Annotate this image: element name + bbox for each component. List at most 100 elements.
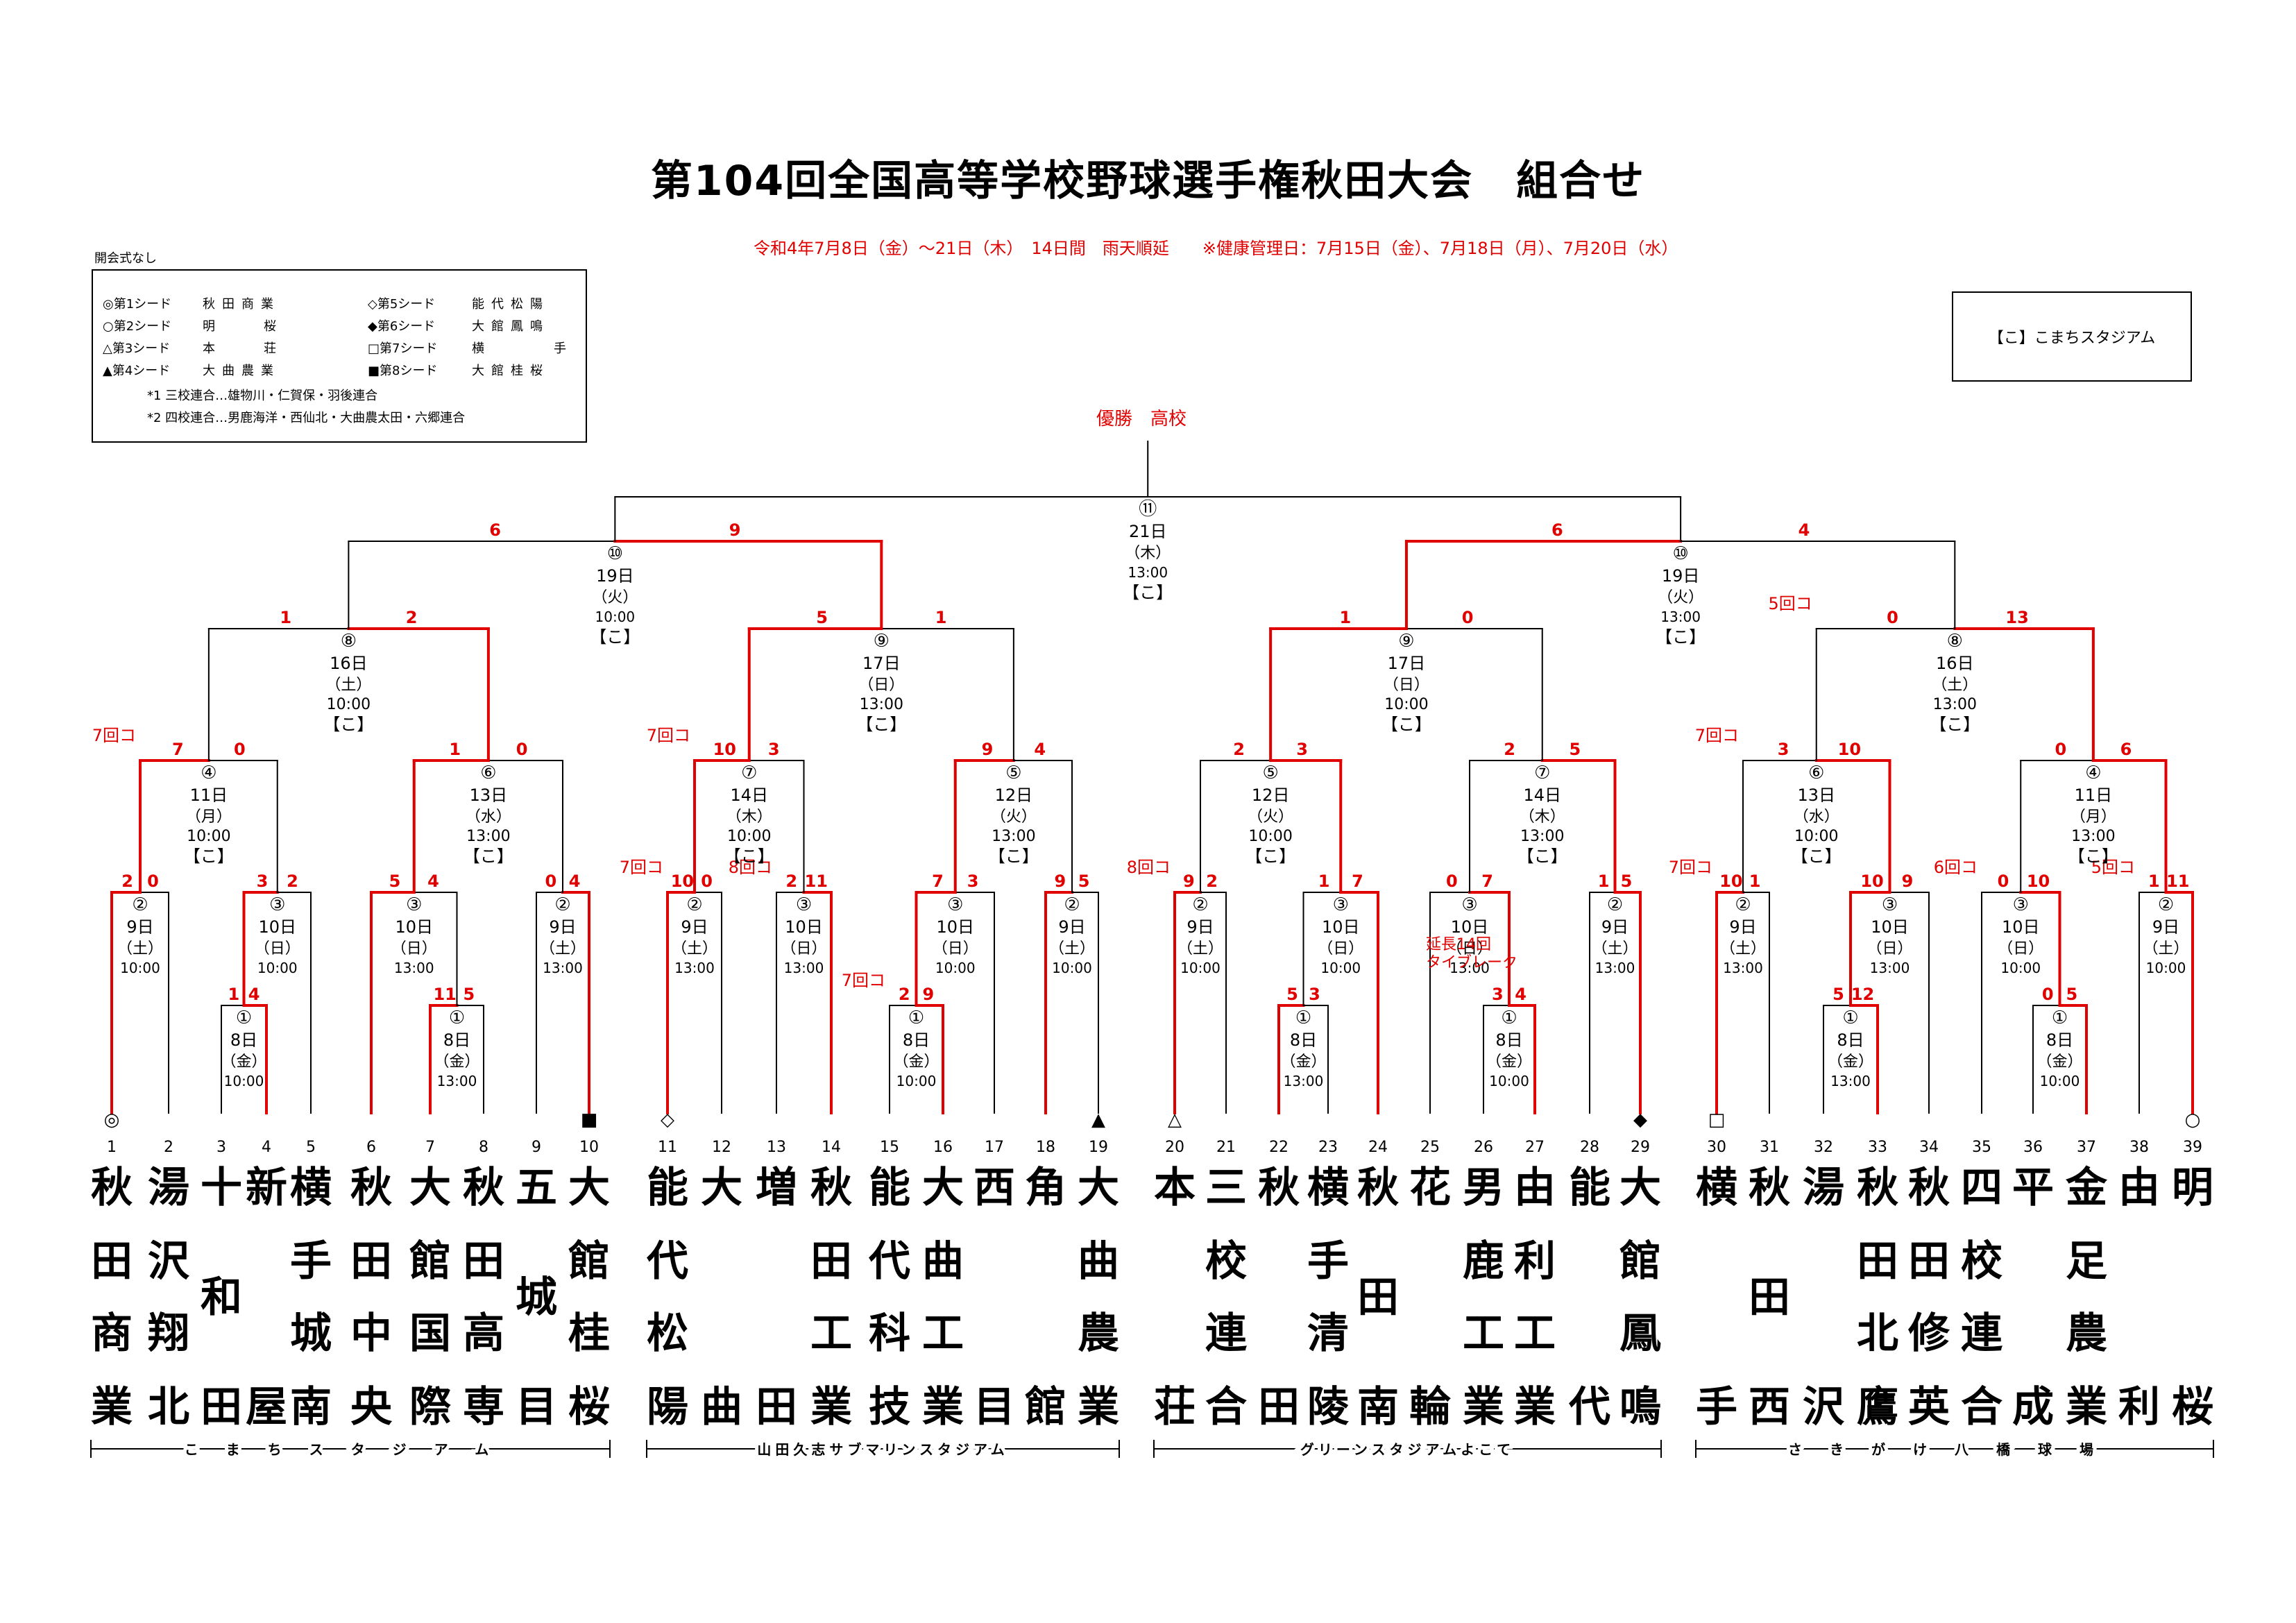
game-day: （金）	[893, 1053, 939, 1071]
school-name-char: 田	[1908, 1237, 1950, 1286]
legend-seed-school: 横手	[472, 341, 636, 356]
school-name-char: 田	[1357, 1273, 1399, 1322]
game-day: （土）	[672, 940, 717, 958]
game-time: 10:00	[187, 828, 230, 845]
venue-group-label: グリーンスタジアムよこて	[1300, 1441, 1515, 1458]
school-name-char: 田	[463, 1237, 504, 1286]
game-number: ②	[554, 894, 570, 915]
game-number: ⑨	[874, 631, 890, 652]
game-time: 13:00	[1595, 960, 1635, 976]
game-day: （火）	[1658, 589, 1703, 606]
school-name-char: 男	[1463, 1164, 1504, 1212]
game-venue: 【こ】	[590, 627, 640, 647]
school-name-char: 大	[1619, 1164, 1661, 1212]
game-day: （日）	[391, 940, 437, 958]
game-number: ①	[236, 1008, 252, 1028]
score-left: 7	[172, 740, 184, 759]
school-name-char: 高	[463, 1309, 504, 1358]
score-left: 1	[449, 740, 461, 759]
school-name-char: 陽	[647, 1383, 688, 1431]
school-name-char: 工	[922, 1309, 964, 1358]
school-name-char: 手	[290, 1237, 332, 1286]
game-day: （土）	[1932, 677, 1978, 694]
school-name-char: 商	[91, 1309, 133, 1358]
game-number: ③	[796, 894, 812, 915]
score-right: 0	[234, 740, 246, 759]
game-time: 13:00	[2071, 828, 2115, 845]
score-right: 1	[1749, 872, 1761, 891]
school-name-char: 大	[1078, 1164, 1119, 1212]
score-right: 5	[463, 985, 475, 1004]
game-number: ②	[1064, 894, 1080, 915]
game-day: （日）	[1866, 940, 1912, 958]
school-name-char: 鹿	[1463, 1237, 1504, 1286]
seed-mark: ○	[2185, 1110, 2201, 1130]
game-number: ④	[201, 763, 216, 783]
venue-legend: 【こ】こまちスタジアム	[1952, 291, 2192, 382]
game-date: 16日	[330, 654, 368, 673]
school-number: 17	[985, 1139, 1004, 1156]
game-day: （木）	[1520, 808, 1565, 826]
game-date: 13日	[1797, 785, 1835, 805]
game-day: （月）	[2070, 808, 2116, 826]
score-right: 2	[406, 608, 418, 627]
game-date: 8日	[1837, 1030, 1864, 1050]
score-left: 9	[1055, 872, 1066, 891]
school-name-char: 北	[1857, 1309, 1898, 1358]
game-date: 14日	[1523, 785, 1561, 805]
school-name-char: 四	[1961, 1164, 2002, 1212]
score-right: 10	[1838, 740, 1861, 759]
school-name-char: 曲	[922, 1237, 964, 1286]
school-name-char: 修	[1908, 1309, 1950, 1358]
game-number: ④	[2085, 763, 2101, 783]
seed-mark: ◎	[104, 1110, 120, 1130]
school-name-char: 秋	[463, 1164, 504, 1212]
game-number: ①	[2052, 1008, 2068, 1028]
legend-seed-label: ▲第4シード	[103, 364, 171, 378]
game-number: ⑧	[341, 631, 357, 652]
school-name-char: 桜	[568, 1383, 610, 1431]
game-time: 10:00	[2040, 1073, 2080, 1089]
school-name-char: 翔	[148, 1309, 189, 1358]
score-right: 11	[805, 872, 828, 891]
legend-seed-school: 大館鳳鳴	[472, 319, 550, 334]
game-number: ③	[406, 894, 422, 915]
school-name-char: 十	[201, 1164, 242, 1212]
score-left: 3	[1778, 740, 1789, 759]
score-right: 0	[147, 872, 159, 891]
game-day: （水）	[466, 808, 511, 826]
score-left: 10	[1860, 872, 1883, 891]
game-venue: 【こ】	[323, 715, 373, 734]
school-name-char: 桜	[2172, 1383, 2213, 1431]
school-number: 29	[1631, 1139, 1650, 1156]
school-name-char: 花	[1409, 1164, 1451, 1212]
school-name-char: 秋	[91, 1164, 133, 1212]
school-number: 26	[1474, 1139, 1493, 1156]
score-right: 5	[1621, 872, 1633, 891]
game-time: 13:00	[466, 828, 510, 845]
game-date: 10日	[1322, 917, 1360, 937]
venue-group-label: 山田久志サブマリンスタジアム	[757, 1441, 1008, 1458]
game-note: 延長14回	[1426, 936, 1491, 953]
school-name-char: 横	[1696, 1164, 1737, 1212]
school-name-char: 明	[2172, 1164, 2213, 1212]
game-date: 10日	[785, 917, 823, 937]
game-number: ⑩	[1672, 543, 1688, 564]
score-right: 13	[2005, 608, 2028, 627]
score-left: 0	[2055, 740, 2066, 759]
game-time: 10:00	[1489, 1073, 1529, 1089]
game-date: 9日	[549, 917, 576, 937]
game-number: ⑪	[1139, 499, 1157, 520]
legend-seed-label: ◆第6シード	[368, 319, 436, 334]
score-left: 6	[1551, 520, 1563, 540]
game-date: 9日	[1058, 917, 1085, 937]
school-name-char: 秋	[1258, 1164, 1300, 1212]
game-number: ③	[2013, 894, 2029, 915]
school-number: 32	[1814, 1139, 1833, 1156]
game-date: 12日	[1252, 785, 1290, 805]
school-name-char: 角	[1025, 1164, 1066, 1212]
school-number: 30	[1707, 1139, 1726, 1156]
school-name-char: 秋	[1908, 1164, 1950, 1212]
game-date: 8日	[2046, 1030, 2073, 1050]
game-day: （土）	[1592, 940, 1638, 958]
